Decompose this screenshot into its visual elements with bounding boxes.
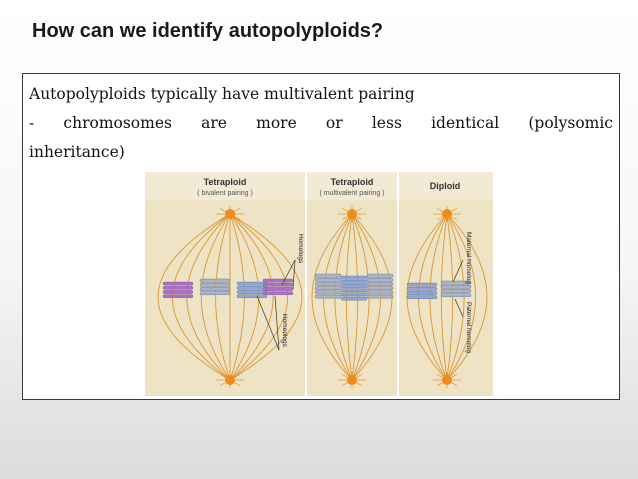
spindle-fiber bbox=[446, 213, 477, 381]
chromosome bbox=[440, 280, 472, 285]
chromosome bbox=[162, 290, 194, 294]
homeologs-pointer bbox=[256, 295, 280, 351]
paternal-pointer bbox=[454, 298, 464, 318]
centrosome bbox=[347, 209, 357, 219]
panel-1-subtitle: ( bivalent pairing ) bbox=[197, 190, 253, 197]
spindle-fiber bbox=[446, 213, 488, 381]
chromosome bbox=[340, 284, 368, 288]
homeologs-pointer bbox=[274, 295, 280, 351]
chromosome bbox=[440, 284, 472, 289]
panel-2-subtitle: ( multivalent pairing ) bbox=[320, 190, 385, 197]
content-box: Autopolyploids typically have multivalen… bbox=[22, 73, 620, 400]
spindle-fiber bbox=[446, 213, 465, 381]
centrosome bbox=[225, 375, 235, 385]
chromosome bbox=[199, 287, 231, 291]
chromosome bbox=[406, 291, 438, 295]
spindle-fiber bbox=[446, 213, 454, 381]
chromosome bbox=[406, 282, 438, 287]
chromosome bbox=[366, 273, 394, 278]
chromosome bbox=[340, 275, 368, 280]
body-text: Autopolyploids typically have multivalen… bbox=[29, 80, 613, 167]
spindle-fibers bbox=[157, 206, 488, 388]
panel-1-title: Tetraploid bbox=[204, 177, 247, 187]
body-line-1: Autopolyploids typically have multivalen… bbox=[29, 85, 415, 103]
chromosome bbox=[162, 294, 194, 298]
spindle-fiber bbox=[311, 213, 353, 381]
chromosome bbox=[236, 281, 268, 286]
chromosome bbox=[366, 290, 394, 295]
homeologs-label: Homeologs bbox=[281, 314, 288, 348]
centrosome bbox=[442, 209, 452, 219]
chromosome bbox=[406, 286, 438, 291]
homologs-pointer bbox=[281, 259, 296, 286]
chromosome bbox=[440, 293, 472, 297]
chromosome bbox=[366, 286, 394, 290]
maternal-pointer bbox=[452, 259, 464, 283]
body-line-2: - chromosomes are more or less identical… bbox=[29, 114, 613, 132]
spindle-fiber bbox=[229, 213, 274, 381]
chromosomes bbox=[162, 273, 472, 301]
chromosome bbox=[340, 288, 368, 292]
paternal-homolog-label: Paternal homolog bbox=[465, 302, 472, 353]
body-line-3: inheritance) bbox=[29, 143, 125, 161]
chromosome bbox=[162, 285, 194, 290]
centrosome bbox=[347, 375, 357, 385]
figure-header-band bbox=[145, 172, 493, 200]
maternal-homolog-label: Maternal homolog bbox=[465, 232, 472, 284]
chromosome bbox=[440, 289, 472, 293]
spindle-fiber bbox=[215, 213, 231, 381]
chromosome bbox=[236, 294, 268, 298]
spindle-fiber bbox=[440, 213, 448, 381]
meiosis-diagram: Tetraploid ( bivalent pairing ) Tetraplo… bbox=[145, 172, 493, 396]
chromosome bbox=[314, 290, 342, 295]
spindle-fiber bbox=[229, 213, 303, 381]
chromosome bbox=[199, 282, 231, 287]
centrosome bbox=[225, 209, 235, 219]
spindle-fiber bbox=[157, 213, 231, 381]
chromosome bbox=[340, 296, 368, 301]
chromosome bbox=[366, 282, 394, 286]
chromosome bbox=[199, 291, 231, 295]
panel-2-title: Tetraploid bbox=[331, 177, 374, 187]
chromosome bbox=[262, 287, 294, 291]
spindle-fiber bbox=[200, 213, 231, 381]
spindle-fiber bbox=[229, 213, 289, 381]
chromosome bbox=[199, 278, 231, 283]
chromosome bbox=[314, 294, 342, 299]
chromosome bbox=[236, 290, 268, 294]
chromosome bbox=[262, 282, 294, 287]
chromosome bbox=[262, 291, 294, 295]
chromosome bbox=[314, 273, 342, 278]
meiosis-figure: Tetraploid ( bivalent pairing ) Tetraplo… bbox=[145, 172, 493, 396]
chromosome bbox=[406, 295, 438, 299]
chromosome bbox=[236, 285, 268, 290]
chromosome bbox=[340, 279, 368, 284]
slide-title: How can we identify autopolyploids? bbox=[32, 20, 384, 42]
panel-3-title: Diploid bbox=[430, 181, 461, 191]
centrosomes bbox=[225, 209, 452, 385]
homologs-pointer bbox=[292, 259, 296, 290]
chromosome bbox=[314, 277, 342, 282]
homologs-label: Homologs bbox=[297, 234, 304, 264]
chromosome bbox=[340, 292, 368, 297]
chromosome bbox=[314, 282, 342, 286]
chromosome bbox=[314, 286, 342, 290]
chromosome bbox=[162, 281, 194, 286]
chromosome bbox=[366, 277, 394, 282]
centrosome bbox=[442, 375, 452, 385]
chromosome bbox=[366, 294, 394, 299]
chromosome bbox=[262, 278, 294, 283]
